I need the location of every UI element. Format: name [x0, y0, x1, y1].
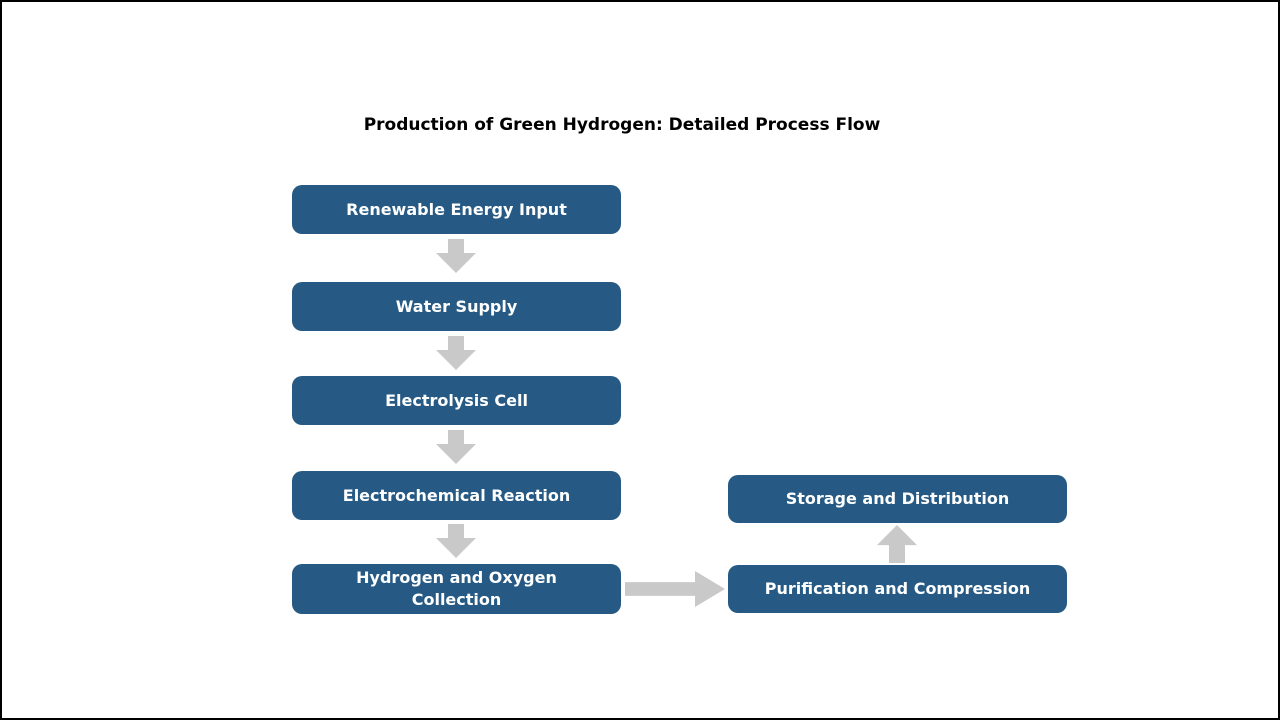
node-label: Water Supply — [395, 296, 518, 316]
arrow-up-icon — [877, 525, 917, 563]
node-label: Renewable Energy Input — [346, 199, 567, 219]
node-label: Purification and Compression — [764, 579, 1031, 599]
node-label: Storage and Distribution — [785, 489, 1010, 509]
arrow-right-icon — [625, 571, 725, 607]
node-water-supply: Water Supply — [292, 282, 621, 331]
node-renewable-energy-input: Renewable Energy Input — [292, 185, 621, 234]
diagram-title: Production of Green Hydrogen: Detailed P… — [363, 115, 881, 135]
node-storage-distribution: Storage and Distribution — [728, 475, 1067, 523]
node-purification-compression: Purification and Compression — [728, 565, 1067, 613]
node-label: Hydrogen and Oxygen Collection — [356, 568, 557, 609]
arrow-down-icon — [436, 239, 476, 273]
node-label: Electrochemical Reaction — [342, 485, 571, 505]
node-electrochemical-reaction: Electrochemical Reaction — [292, 471, 621, 520]
arrow-down-icon — [436, 336, 476, 370]
node-electrolysis-cell: Electrolysis Cell — [292, 376, 621, 425]
arrow-down-icon — [436, 430, 476, 464]
node-hydrogen-oxygen-collection: Hydrogen and Oxygen Collection — [292, 564, 621, 614]
arrow-down-icon — [436, 524, 476, 558]
node-label: Electrolysis Cell — [385, 390, 528, 410]
